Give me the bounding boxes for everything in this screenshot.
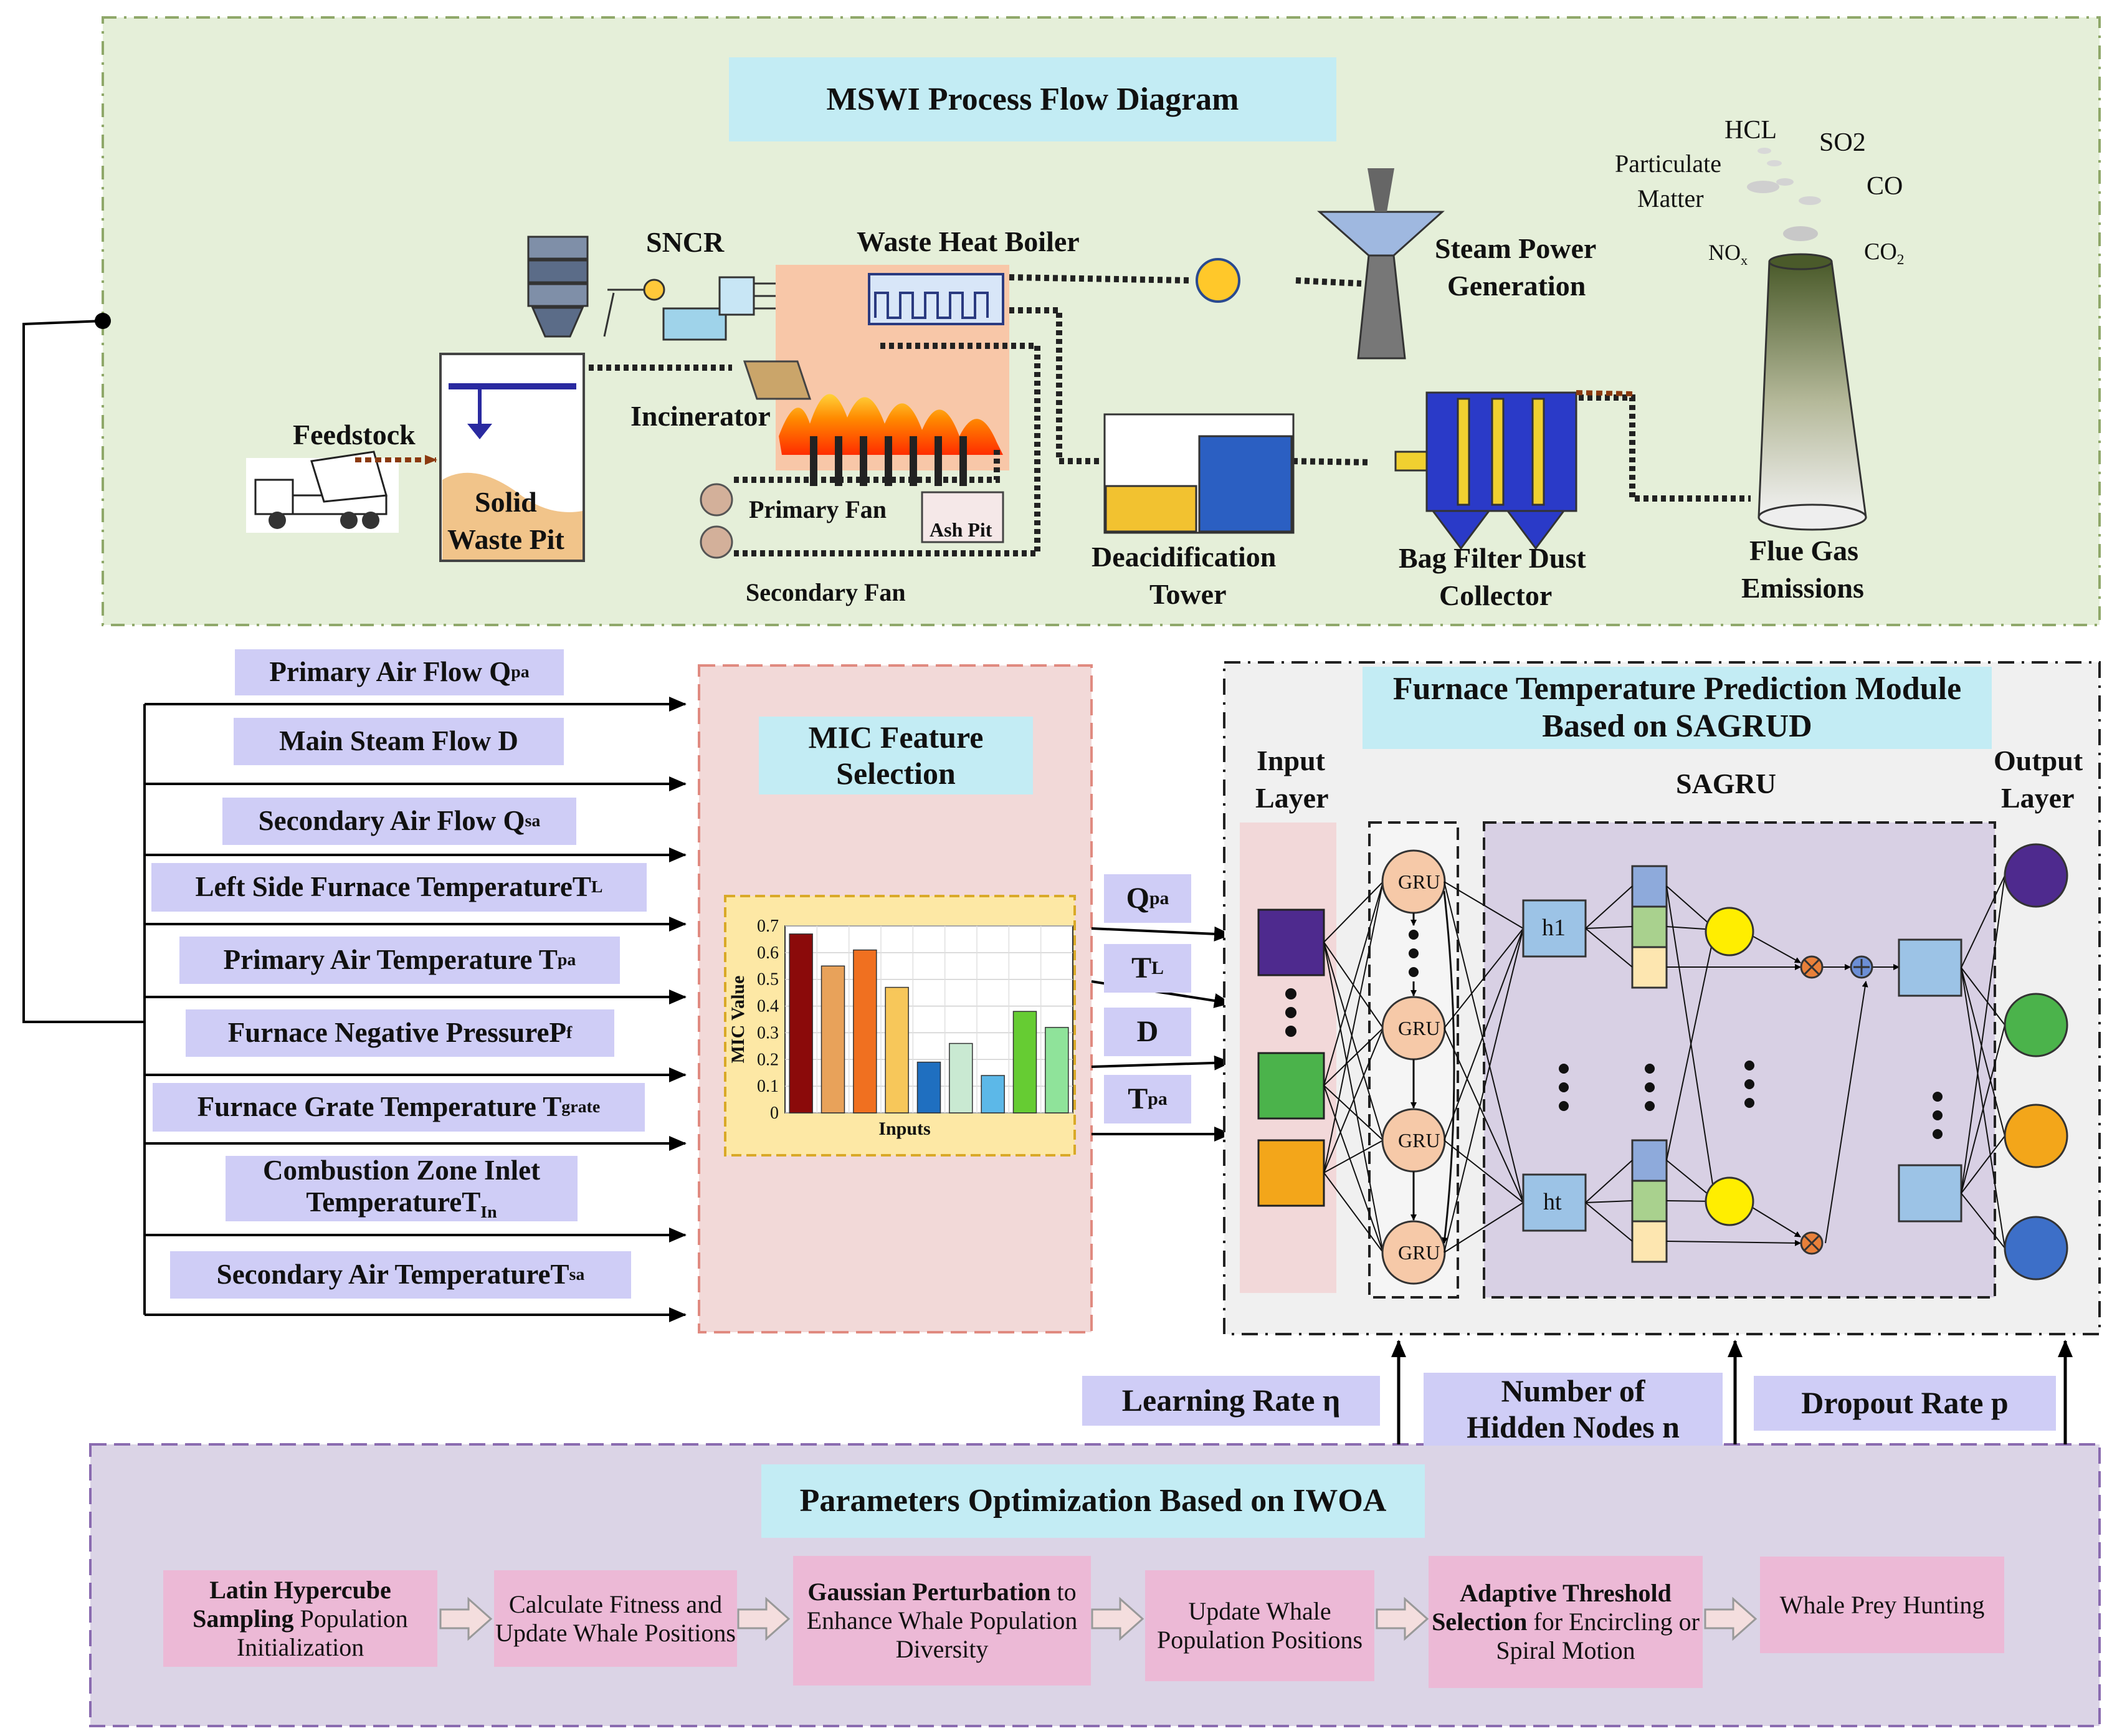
input-combustion-inlet-temp: Combustion Zone Inlet TemperatureTIn [226, 1155, 578, 1222]
sagru-label: SAGRU [1676, 768, 1777, 799]
particulate-label-2: Matter [1637, 184, 1704, 212]
y-tick-label: 0.3 [757, 1023, 779, 1042]
input-bus [143, 697, 687, 1322]
chart-bars [789, 933, 1069, 1114]
deacid-tower [1103, 413, 1295, 534]
ash-pit-label: Ash Pit [930, 518, 992, 541]
steam-power-label-1: Steam Power [1435, 232, 1597, 264]
dropout-rate-label: Dropout Rate p [1754, 1376, 2056, 1431]
truck-illustration [246, 451, 399, 533]
gru-node-label-1: GRU [1398, 870, 1440, 893]
input-layer-label-1: Input [1257, 745, 1325, 776]
y-tick-label: 0.6 [757, 943, 779, 963]
so2-label: SO2 [1819, 128, 1866, 157]
mic-bar [916, 1061, 941, 1114]
particulate-label-1: Particulate [1615, 150, 1722, 178]
primary-fan-label: Primary Fan [749, 495, 887, 523]
boiler-illustration [868, 273, 1004, 325]
chart-xlabel: Inputs [878, 1118, 930, 1139]
incinerator-label: Incinerator [630, 400, 771, 432]
sncr-illustration [603, 276, 779, 341]
co-label: CO [1867, 172, 1903, 201]
output-layer-label-1: Output [1994, 745, 2083, 776]
co2-label: CO2 [1864, 239, 1905, 269]
input-main-steam-flow: Main Steam Flow D [234, 718, 564, 765]
waste-pit-label-2: Waste Pit [447, 523, 564, 555]
mic-bar [1045, 1027, 1069, 1114]
silo-illustration [527, 236, 589, 338]
mic-bar [853, 949, 877, 1114]
y-tick-label: 0.2 [757, 1050, 779, 1069]
mic-bar [789, 933, 813, 1114]
deacid-label-2: Tower [1149, 578, 1227, 610]
gru-node-label-2: GRU [1398, 1017, 1440, 1039]
iwoa-step-4: Update Whale Population Positions [1145, 1570, 1374, 1681]
fan-illustrations [700, 483, 733, 559]
iwoa-title: Parameters Optimization Based on IWOA [761, 1464, 1425, 1538]
gru-node-label-3: GRU [1398, 1129, 1440, 1152]
y-tick-label: 0.5 [757, 970, 779, 990]
flue-gas-label-2: Emissions [1741, 572, 1864, 604]
chart-y-ticks: 0 0.1 0.2 0.3 0.4 0.5 0.6 0.7 [757, 917, 779, 1123]
sncr-label: SNCR [646, 226, 725, 258]
input-layer-label-2: Layer [1255, 782, 1329, 814]
feedback-line [22, 320, 145, 1023]
bag-filter [1394, 391, 1577, 550]
ht-label: ht [1543, 1189, 1562, 1215]
secondary-fan-label: Secondary Fan [746, 578, 906, 606]
output-layer-label-2: Layer [2001, 782, 2075, 814]
feedstock-label: Feedstock [293, 419, 416, 451]
y-tick-label: 0.7 [757, 917, 779, 936]
y-tick-label: 0.4 [757, 997, 779, 1016]
mic-bar [885, 986, 909, 1114]
mic-bar [981, 1075, 1005, 1114]
bag-filter-label-1: Bag Filter Dust [1399, 542, 1586, 574]
process-title: MSWI Process Flow Diagram [729, 57, 1336, 141]
mic-bar [821, 965, 845, 1114]
iwoa-step-5: Adaptive Threshold Selection for Encircl… [1429, 1556, 1703, 1688]
y-tick-label: 0 [770, 1104, 779, 1123]
nox-label: NOx [1708, 240, 1748, 268]
gru-node-label-4: GRU [1398, 1241, 1440, 1264]
learning-rate-label: Learning Rate η [1082, 1376, 1380, 1426]
chart-ylabel: MIC Value [728, 976, 748, 1064]
boiler-label: Waste Heat Boiler [857, 226, 1080, 257]
selected-feature-d: D [1104, 1008, 1191, 1056]
h1-label: h1 [1542, 915, 1566, 941]
iwoa-step-1: Latin Hypercube Sampling Population Init… [163, 1570, 437, 1667]
flue-gas-label-1: Flue Gas [1749, 535, 1859, 566]
iwoa-step-2: Calculate Fitness and Update Whale Posit… [494, 1570, 737, 1667]
hcl-label: HCL [1724, 116, 1777, 145]
mic-bar [1012, 1011, 1037, 1114]
steam-tower [1317, 168, 1445, 360]
steam-power-label-2: Generation [1447, 270, 1586, 302]
iwoa-step-3: Gaussian Perturbation to Enhance Whale P… [793, 1556, 1091, 1686]
feedback-junction [95, 313, 111, 329]
waste-pit-label-1: Solid [475, 486, 537, 518]
bag-filter-label-2: Collector [1439, 579, 1553, 611]
iwoa-step-6: Whale Prey Hunting [1760, 1557, 2004, 1653]
mic-bar [949, 1042, 973, 1114]
y-tick-label: 0.1 [757, 1077, 779, 1096]
deacid-label-1: Deacidification [1092, 541, 1277, 573]
mic-bar-chart: 0 0.1 0.2 0.3 0.4 0.5 0.6 0.7 MIC Value Inputs [724, 895, 1076, 1157]
